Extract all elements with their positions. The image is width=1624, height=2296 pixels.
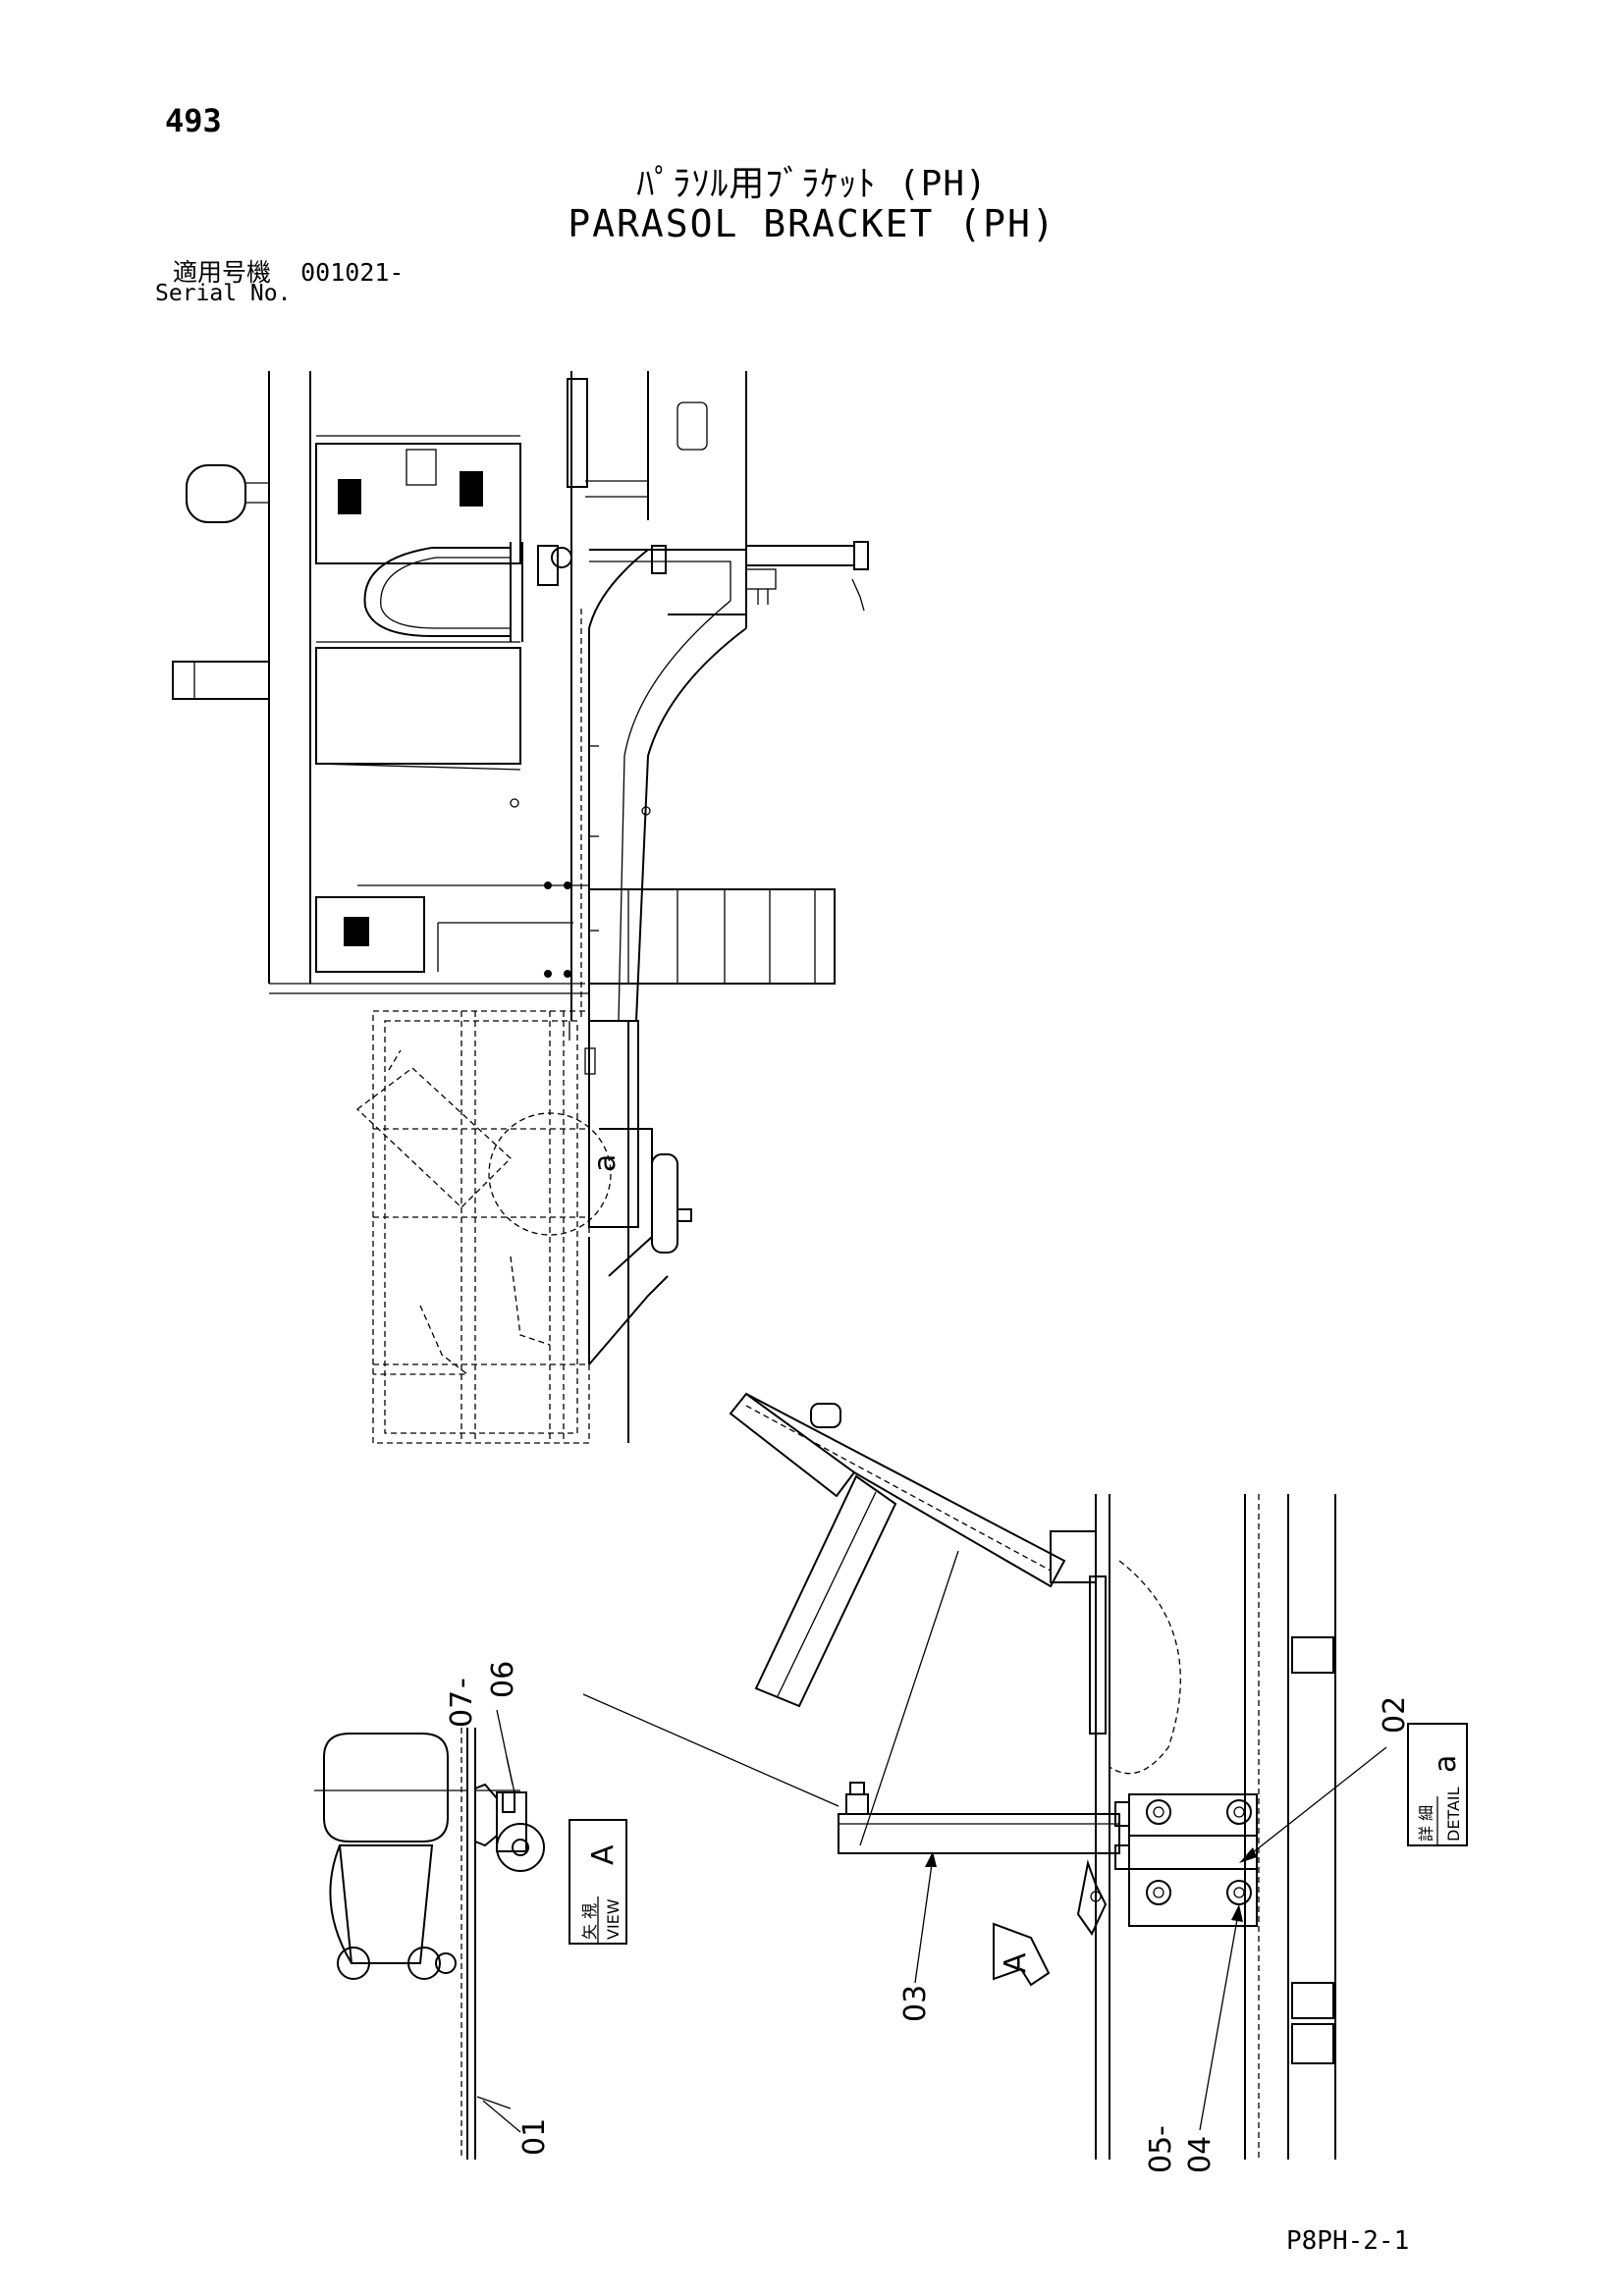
detail-label-ja: 詳 細	[1417, 1805, 1435, 1842]
callout-06: 06	[486, 1661, 520, 1698]
serial-label-english: Serial No.	[155, 281, 292, 306]
view-label-ja: 矢 視	[580, 1903, 599, 1940]
view-a-drawing	[314, 1728, 545, 2160]
title-english: PARASOL BRACKET (PH)	[568, 202, 1056, 245]
page-code: P8PH-2-1	[1286, 2226, 1410, 2256]
detail-label-en: DETAIL	[1444, 1787, 1463, 1842]
view-arrow-letter: A	[999, 1952, 1033, 1973]
callout-04: 04	[1183, 2136, 1218, 2173]
title-japanese: ﾊﾟﾗｿﾙ用ﾌﾞﾗｹｯﾄ (PH)	[636, 164, 988, 204]
page-number: 493	[165, 102, 222, 139]
machine-top-view	[172, 371, 869, 1444]
callout-01: 01	[517, 2118, 552, 2156]
callout-07: 07	[445, 1690, 479, 1728]
callout-02: 02	[1378, 1696, 1412, 1734]
callout-05: 05	[1144, 2136, 1178, 2173]
detail-a-label-box: a 詳 細 DETAIL	[1407, 1723, 1468, 1846]
callout-dash-1: -	[445, 1678, 479, 1688]
serial-label-japanese: 適用号機 001021-	[173, 253, 404, 289]
callout-dash-2: -	[1144, 2125, 1178, 2136]
detail-a-drawing: A	[729, 1392, 1336, 2160]
callout-03: 03	[898, 1985, 933, 2022]
callout-leaders	[482, 1709, 1387, 2133]
detail-letter: a	[1429, 1755, 1463, 1773]
detail-marker-label: a	[588, 1154, 623, 1172]
view-letter: A	[586, 1844, 621, 1865]
serial-number-value: 001021-	[300, 258, 405, 287]
view-a-label-box: A 矢 視 VIEW	[568, 1819, 627, 1945]
view-label-en: VIEW	[604, 1898, 623, 1940]
serial-label-ja: 適用号機	[173, 258, 272, 287]
